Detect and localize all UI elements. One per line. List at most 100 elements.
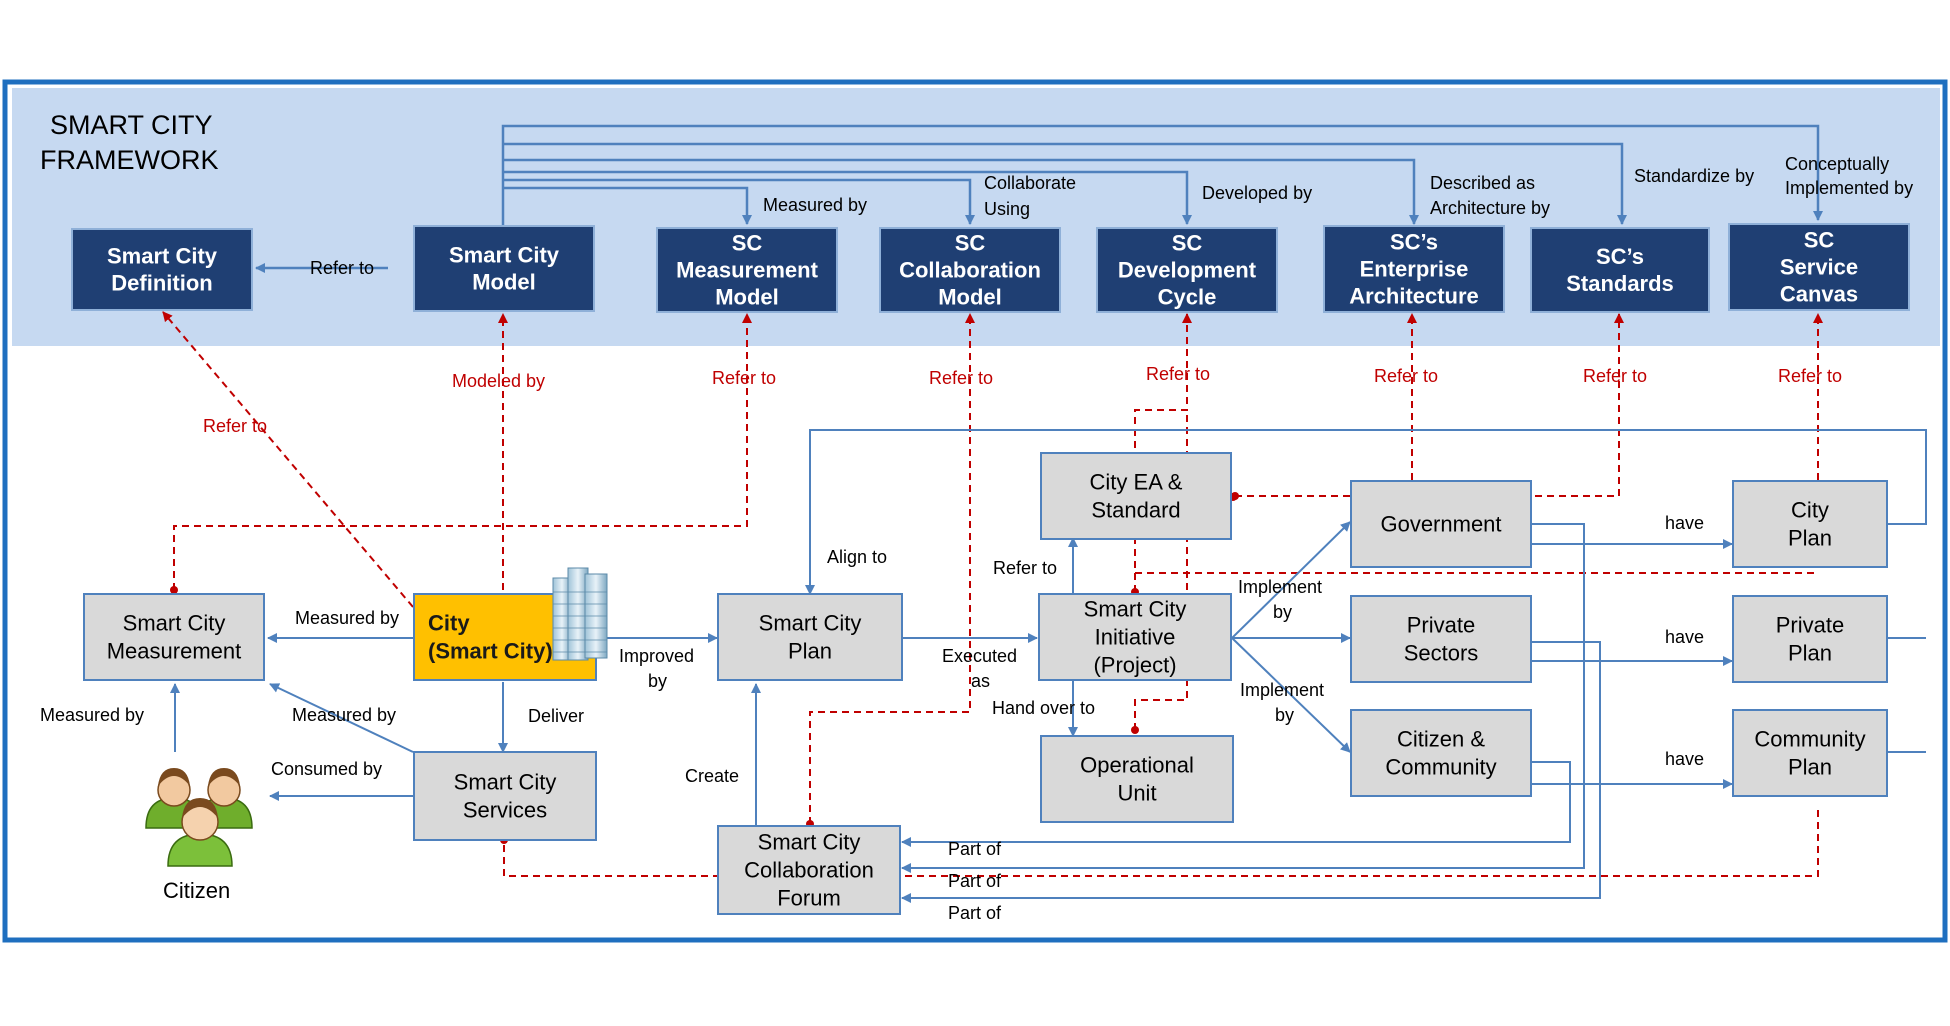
citizen-label: Citizen (163, 878, 230, 903)
label-part-of-2: Part of (948, 871, 1002, 891)
label-refer-to-definition: Refer to (310, 258, 374, 278)
box-city-plan-line: Plan (1788, 526, 1832, 551)
box-private-plan-line: Plan (1788, 641, 1832, 666)
red-label-refer-to-development: Refer to (1146, 364, 1210, 384)
label-measured-by-citizen: Measured by (40, 705, 144, 725)
framework-title-line1: SMART CITY (50, 110, 213, 140)
box-operational-line: Unit (1117, 781, 1156, 806)
label-implement-bottom-by: by (1275, 705, 1294, 725)
box-operational-line: Operational (1080, 753, 1194, 778)
label-measured-by-services: Measured by (292, 705, 396, 725)
label-refer-to-ea: Refer to (993, 558, 1057, 578)
red-label-modeled-by: Modeled by (452, 371, 545, 391)
label-create: Create (685, 766, 739, 786)
box-model-line: Model (472, 270, 536, 295)
label-executed-as: as (971, 671, 990, 691)
box-canvas-line: Canvas (1780, 282, 1858, 307)
label-collaborate: Collaborate (984, 173, 1076, 193)
box-forum-line: Smart City (758, 830, 861, 855)
box-collab-line: Model (938, 285, 1002, 310)
box-community: Citizen &Community (1350, 709, 1532, 797)
box-ea-line: Enterprise (1360, 257, 1469, 282)
box-meas-line: Measurement (676, 258, 819, 283)
box-forum-line: Forum (777, 886, 841, 911)
box-meas-line: Model (715, 285, 779, 310)
box-community-plan-line: Plan (1788, 755, 1832, 780)
box-collab-line: Collaboration (899, 258, 1041, 283)
box-dev-line: Development (1118, 258, 1257, 283)
label-implement-top-by: by (1273, 602, 1292, 622)
skyscraper-icon (552, 567, 608, 661)
red-label-refer-to-collaboration: Refer to (929, 368, 993, 388)
box-std-line: Standards (1566, 271, 1674, 296)
box-city-plan-line: City (1791, 498, 1829, 523)
box-def-line: Definition (111, 271, 212, 296)
box-private-plan-line: Private (1776, 613, 1844, 638)
box-measurement-line: Measurement (107, 639, 242, 664)
box-plan-line: Smart City (759, 611, 862, 636)
connectors (162, 124, 1927, 903)
box-ea-line: SC’s (1390, 230, 1438, 255)
box-forum-line: Collaboration (744, 858, 874, 883)
label-improved: Improved (619, 646, 694, 666)
label-implement-top: Implement (1238, 577, 1322, 597)
label-implemented-by: Implemented by (1785, 178, 1913, 198)
label-developed-by: Developed by (1202, 183, 1312, 203)
box-city-line: (Smart City) (428, 639, 553, 664)
box-canvas-line: SC (1804, 228, 1835, 253)
label-part-of-3: Part of (948, 903, 1002, 923)
label-executed: Executed (942, 646, 1017, 666)
red-label-refer-to-measurement: Refer to (712, 368, 776, 388)
label-architecture-by: Architecture by (1430, 198, 1550, 218)
box-city-ea-line: City EA & (1090, 470, 1183, 495)
box-meas-line: SC (732, 231, 763, 256)
box-model-line: Smart City (449, 243, 560, 268)
box-plan-line: Plan (788, 639, 832, 664)
red-label-refer-to-definition: Refer to (203, 416, 267, 436)
label-deliver: Deliver (528, 706, 584, 726)
red-label-refer-to-canvas: Refer to (1778, 366, 1842, 386)
label-have-community: have (1665, 749, 1704, 769)
label-consumed-by: Consumed by (271, 759, 382, 779)
label-conceptually: Conceptually (1785, 154, 1889, 174)
label-align-to: Align to (827, 547, 887, 567)
box-std-line: SC’s (1596, 244, 1644, 269)
box-collab-line: SC (955, 231, 986, 256)
box-city-ea-line: Standard (1091, 498, 1180, 523)
box-def-line: Smart City (107, 244, 218, 269)
box-ea-line: Architecture (1349, 284, 1479, 309)
label-hand-over-to: Hand over to (992, 698, 1095, 718)
box-initiative-line: (Project) (1093, 653, 1176, 678)
label-improved-by: by (648, 671, 667, 691)
box-initiative-line: Smart City (1084, 597, 1187, 622)
label-implement-bottom: Implement (1240, 680, 1324, 700)
box-dev-line: Cycle (1158, 285, 1217, 310)
label-measured-by: Measured by (763, 195, 867, 215)
box-initiative-line: Initiative (1095, 625, 1176, 650)
box-services-line: Smart City (454, 770, 557, 795)
label-have-private: have (1665, 627, 1704, 647)
framework-title-line2: FRAMEWORK (40, 145, 219, 175)
box-city-ea: City EA & Standard (1040, 452, 1232, 540)
box-community-line: Community (1385, 755, 1496, 780)
